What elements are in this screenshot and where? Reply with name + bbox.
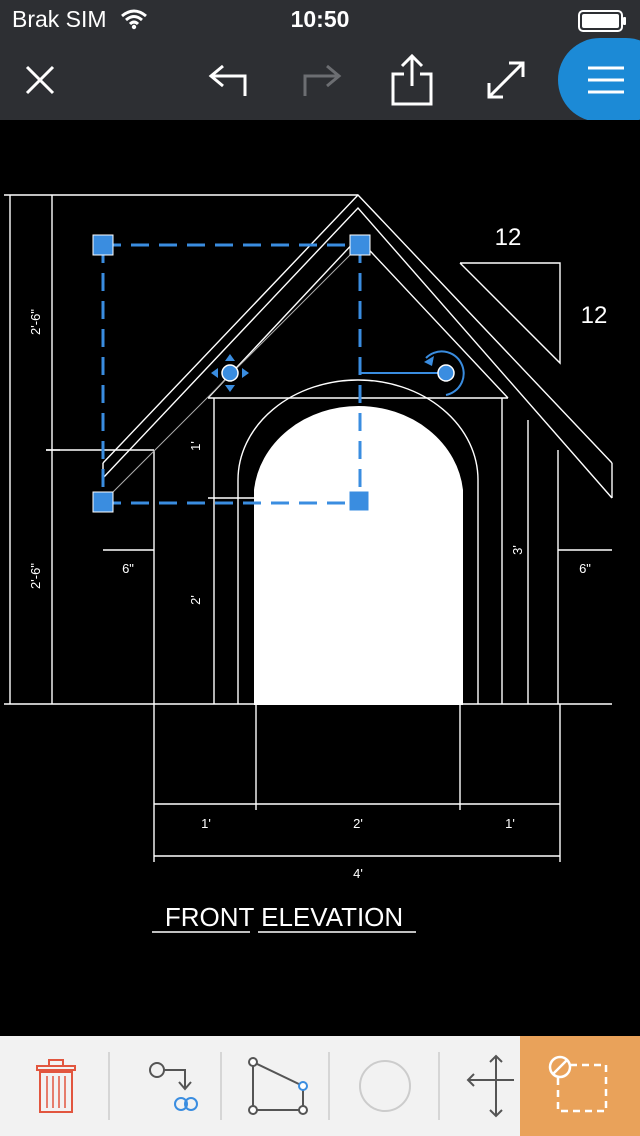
resize-handle-bottom-right[interactable] <box>348 490 370 512</box>
dim-inner-2ft: 2' <box>188 595 203 605</box>
circle-tool-button[interactable] <box>350 1036 420 1136</box>
move-icon <box>466 1054 514 1118</box>
resize-handle-top-left[interactable] <box>92 234 114 256</box>
drawing-canvas[interactable]: 12 12 2'-6" 2'-6" 6" 6" 1' 2' 3' 1' 2' 1… <box>0 120 640 1036</box>
clock: 10:50 <box>290 6 350 32</box>
close-button[interactable] <box>16 40 64 120</box>
circle-tool-icon <box>359 1060 411 1112</box>
status-bar: Brak SIM 10:50 <box>0 0 640 40</box>
drawing-title: FRONT ELEVATION <box>165 902 403 932</box>
dim-bottom-right: 1' <box>505 816 515 831</box>
slope-rise-label: 12 <box>495 224 522 251</box>
redo-button[interactable] <box>294 40 350 120</box>
wifi-icon <box>121 9 147 30</box>
select-area-button[interactable] <box>520 1036 640 1136</box>
separator <box>328 1052 330 1120</box>
dim-right-3ft: 3' <box>510 545 525 555</box>
dim-right-eave: 6" <box>579 561 591 576</box>
separator <box>438 1052 440 1120</box>
selection-icon <box>548 1055 608 1113</box>
menu-button[interactable] <box>558 38 640 122</box>
dim-bottom-left: 1' <box>201 816 211 831</box>
rotate-handle[interactable] <box>424 350 465 396</box>
separator <box>108 1052 110 1120</box>
undo-button[interactable] <box>200 40 256 120</box>
share-button[interactable] <box>384 40 440 120</box>
move-handle[interactable] <box>211 354 249 392</box>
edit-polygon-icon <box>248 1057 308 1115</box>
carrier-label: Brak SIM <box>12 6 107 32</box>
connect-shapes-icon <box>149 1062 198 1111</box>
dim-left-upper: 2'-6" <box>28 309 43 335</box>
dim-bottom-mid: 2' <box>353 816 363 831</box>
menu-icon <box>588 66 624 94</box>
dim-left-eave: 6" <box>122 561 134 576</box>
top-toolbar <box>0 40 640 120</box>
share-icon <box>391 54 433 106</box>
move-button[interactable] <box>458 1036 518 1136</box>
fullscreen-button[interactable] <box>478 40 534 120</box>
resize-handle-bottom-left[interactable] <box>92 491 114 513</box>
trash-icon <box>36 1059 76 1113</box>
elevation-drawing: 12 12 2'-6" 2'-6" 6" 6" 1' 2' 3' 1' 2' 1… <box>4 193 613 933</box>
connect-button[interactable] <box>130 1036 220 1136</box>
dim-inner-1ft: 1' <box>188 441 203 451</box>
battery-icon <box>578 10 626 32</box>
redo-icon <box>303 64 342 96</box>
bottom-toolbar <box>0 1036 640 1136</box>
slope-run-label: 12 <box>581 302 608 329</box>
close-icon <box>25 65 55 95</box>
separator <box>220 1052 222 1120</box>
delete-button[interactable] <box>18 1036 94 1136</box>
resize-handle-top-right[interactable] <box>349 234 371 256</box>
dim-bottom-total: 4' <box>353 866 363 881</box>
undo-icon <box>208 64 247 96</box>
expand-icon <box>487 61 525 99</box>
dim-left-lower: 2'-6" <box>28 563 43 589</box>
edit-polygon-button[interactable] <box>238 1036 318 1136</box>
